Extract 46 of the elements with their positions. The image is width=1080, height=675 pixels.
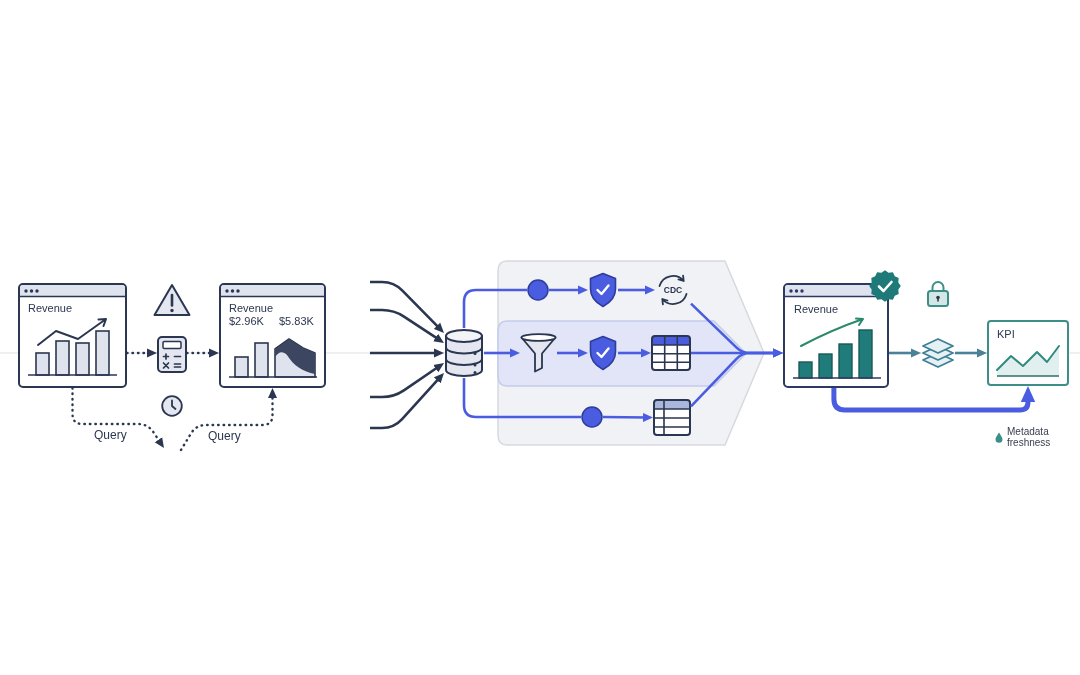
dashboard-window	[18, 283, 127, 388]
value-label: $2.96K	[229, 315, 264, 328]
arrow	[690, 348, 783, 408]
shield-check-icon	[588, 272, 618, 308]
connector-line	[462, 288, 527, 328]
arrow	[618, 285, 655, 295]
chart-title: Revenue	[28, 302, 73, 315]
arrow	[889, 348, 921, 358]
arrow	[370, 280, 444, 333]
arrow	[370, 363, 445, 399]
note-text: Metadata freshness	[1007, 426, 1051, 448]
arrow	[603, 412, 653, 422]
arrow	[557, 348, 588, 358]
arrow	[618, 348, 651, 358]
dashboard-window	[783, 283, 889, 388]
shield-check-icon	[588, 335, 618, 371]
table-icon	[653, 399, 691, 436]
circle-node	[527, 279, 549, 301]
arrow	[370, 308, 444, 343]
arrow	[370, 373, 444, 430]
arrow	[955, 348, 987, 358]
kpi-card	[987, 320, 1069, 386]
funnel-icon	[520, 333, 557, 373]
edge-label: Query	[92, 428, 129, 442]
arrow	[549, 285, 588, 295]
table-icon	[651, 335, 691, 371]
circle-node	[581, 406, 603, 428]
edge-label: Query	[206, 429, 243, 443]
chart-title: Revenue	[794, 303, 839, 316]
dashboard-window	[219, 283, 326, 388]
chart-title: Revenue	[229, 302, 274, 315]
pipeline-panel	[497, 260, 765, 446]
card-title: KPI	[997, 328, 1015, 341]
arrow	[370, 348, 444, 358]
database-icon	[444, 328, 484, 378]
dotted-arrow	[185, 348, 219, 358]
calculator-icon	[157, 336, 187, 373]
dotted-arrow	[125, 348, 157, 358]
connector-line	[462, 378, 581, 419]
highlight-band	[497, 320, 747, 387]
value-label: $5.83K	[279, 315, 314, 328]
node-label: CDC	[663, 285, 683, 295]
layers-icon	[921, 336, 955, 370]
dotted-arrow	[71, 386, 164, 448]
arrow	[484, 348, 520, 358]
dotted-arrow	[179, 388, 277, 452]
